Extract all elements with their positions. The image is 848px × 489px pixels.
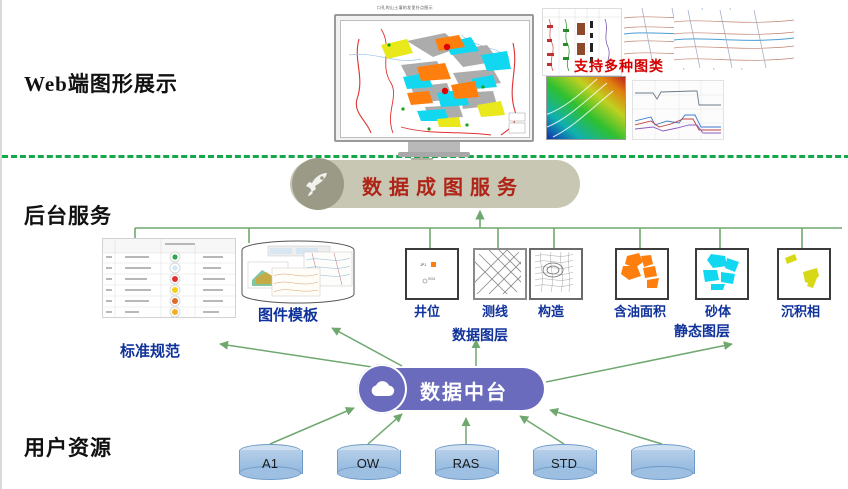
- db-cylinder-a1: A1: [239, 444, 303, 480]
- layer-box-well-points: JP1 S001: [405, 248, 459, 300]
- monitor-stand: [408, 142, 460, 154]
- group-label-static-layers: 静态图层: [674, 325, 730, 340]
- db-bottom: [239, 466, 301, 480]
- geology-map: [340, 20, 530, 138]
- db-cylinder-blank: [631, 444, 695, 480]
- display-monitor: [334, 14, 534, 142]
- thumbnail-attribute-heatmap: [546, 76, 626, 140]
- db-bottom: [435, 466, 497, 480]
- cloud-icon: [357, 364, 407, 414]
- layer-box-facies: [777, 248, 831, 300]
- label-structure: 构造: [538, 304, 565, 319]
- label-survey-lines: 测线: [482, 304, 509, 319]
- layer-box-sand-body: [695, 248, 749, 300]
- db-cylinder-ras: RAS: [435, 444, 499, 480]
- db-label: OW: [356, 455, 380, 471]
- db-label: STD: [551, 455, 577, 471]
- label-template: 图件模板: [258, 308, 319, 324]
- map-caption: 口孔的山土壤的发里针点图示: [377, 5, 433, 10]
- db-cylinder-std: STD: [533, 444, 597, 480]
- data-platform-title: 数据中台: [420, 382, 508, 404]
- layer-box-oil-area: [615, 248, 669, 300]
- thumbnail-production-curve: [632, 80, 724, 140]
- label-well-points: 井位: [414, 304, 441, 319]
- db-bottom: [631, 466, 693, 480]
- label-oil-area: 含油面积: [614, 304, 667, 319]
- support-chart-types-text: 支持多种图类: [574, 60, 664, 75]
- db-label: A1: [262, 455, 278, 471]
- section-label-backend: 后台服务: [24, 204, 112, 228]
- db-bottom: [533, 466, 595, 480]
- section-label-web: Web端图形展示: [24, 72, 178, 96]
- group-label-data-layers: 数据图层: [452, 329, 508, 344]
- label-sand-body: 砂体: [705, 304, 732, 319]
- layer-box-structure-contours: [529, 248, 583, 300]
- db-label: RAS: [452, 455, 480, 471]
- thumbnail-spec-table: [102, 238, 236, 318]
- svg-text:JP1: JP1: [420, 263, 426, 267]
- label-standard-spec: 标准规范: [120, 344, 181, 360]
- db-bottom: [337, 466, 399, 480]
- section-label-user: 用户资源: [24, 436, 112, 460]
- thumbnail-template-cylinder: [238, 240, 358, 306]
- monitor-base: [398, 152, 470, 157]
- thumbnail-correlation-section-2: [674, 10, 794, 68]
- db-cylinder-ow: OW: [337, 444, 401, 480]
- svg-text:S001: S001: [428, 277, 436, 281]
- service-title: 数据成图服务: [362, 177, 524, 199]
- thumbnail-well-log-curves: [542, 8, 622, 76]
- label-facies: 沉积相: [781, 304, 821, 319]
- rocket-icon: [292, 158, 344, 210]
- db-label: [631, 452, 693, 474]
- layer-box-survey-lines: [473, 248, 527, 300]
